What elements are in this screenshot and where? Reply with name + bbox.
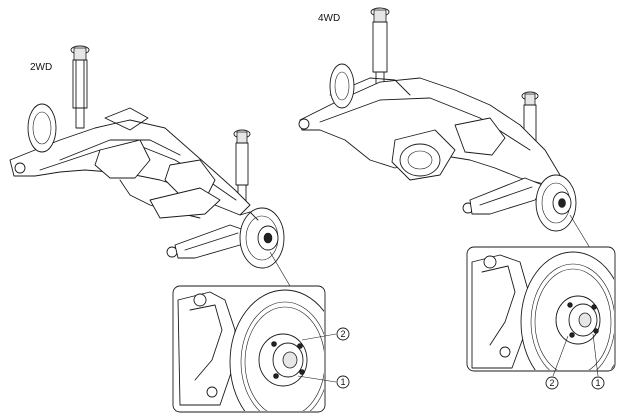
brake-disc-4wd-left xyxy=(329,63,355,109)
callout-1-left-num: 1 xyxy=(340,377,345,387)
assembly-4wd xyxy=(298,7,591,249)
callout-1-right-num: 1 xyxy=(595,378,600,388)
callout-2-left-num: 2 xyxy=(340,329,345,339)
leader-line-2wd xyxy=(269,251,291,287)
callout-1-left xyxy=(336,375,350,389)
callout-2-left xyxy=(336,327,350,341)
brake-disc-4wd-right xyxy=(535,174,577,232)
crossmember-2wd xyxy=(9,107,251,258)
brake-disc-2wd-left xyxy=(27,103,57,153)
callout-2-right-num: 2 xyxy=(549,378,554,388)
shock-absorber-2wd-right xyxy=(233,129,251,202)
assembly-2wd xyxy=(9,45,291,287)
leader-line-4wd xyxy=(569,214,591,249)
label-2wd: 2WD xyxy=(30,62,52,73)
label-4wd: 4WD xyxy=(318,13,340,24)
detail-box-2wd: 2 1 xyxy=(172,285,350,413)
callout-1-right xyxy=(591,376,605,390)
detail-box-4wd: 2 1 xyxy=(466,246,616,390)
crossmember-4wd xyxy=(298,77,561,214)
brake-disc-2wd-right xyxy=(239,207,285,269)
shock-absorber-2wd-left xyxy=(70,45,90,129)
lower-arms-2wd xyxy=(149,187,251,259)
lower-arms-4wd xyxy=(469,177,546,215)
callout-2-right xyxy=(545,376,559,390)
